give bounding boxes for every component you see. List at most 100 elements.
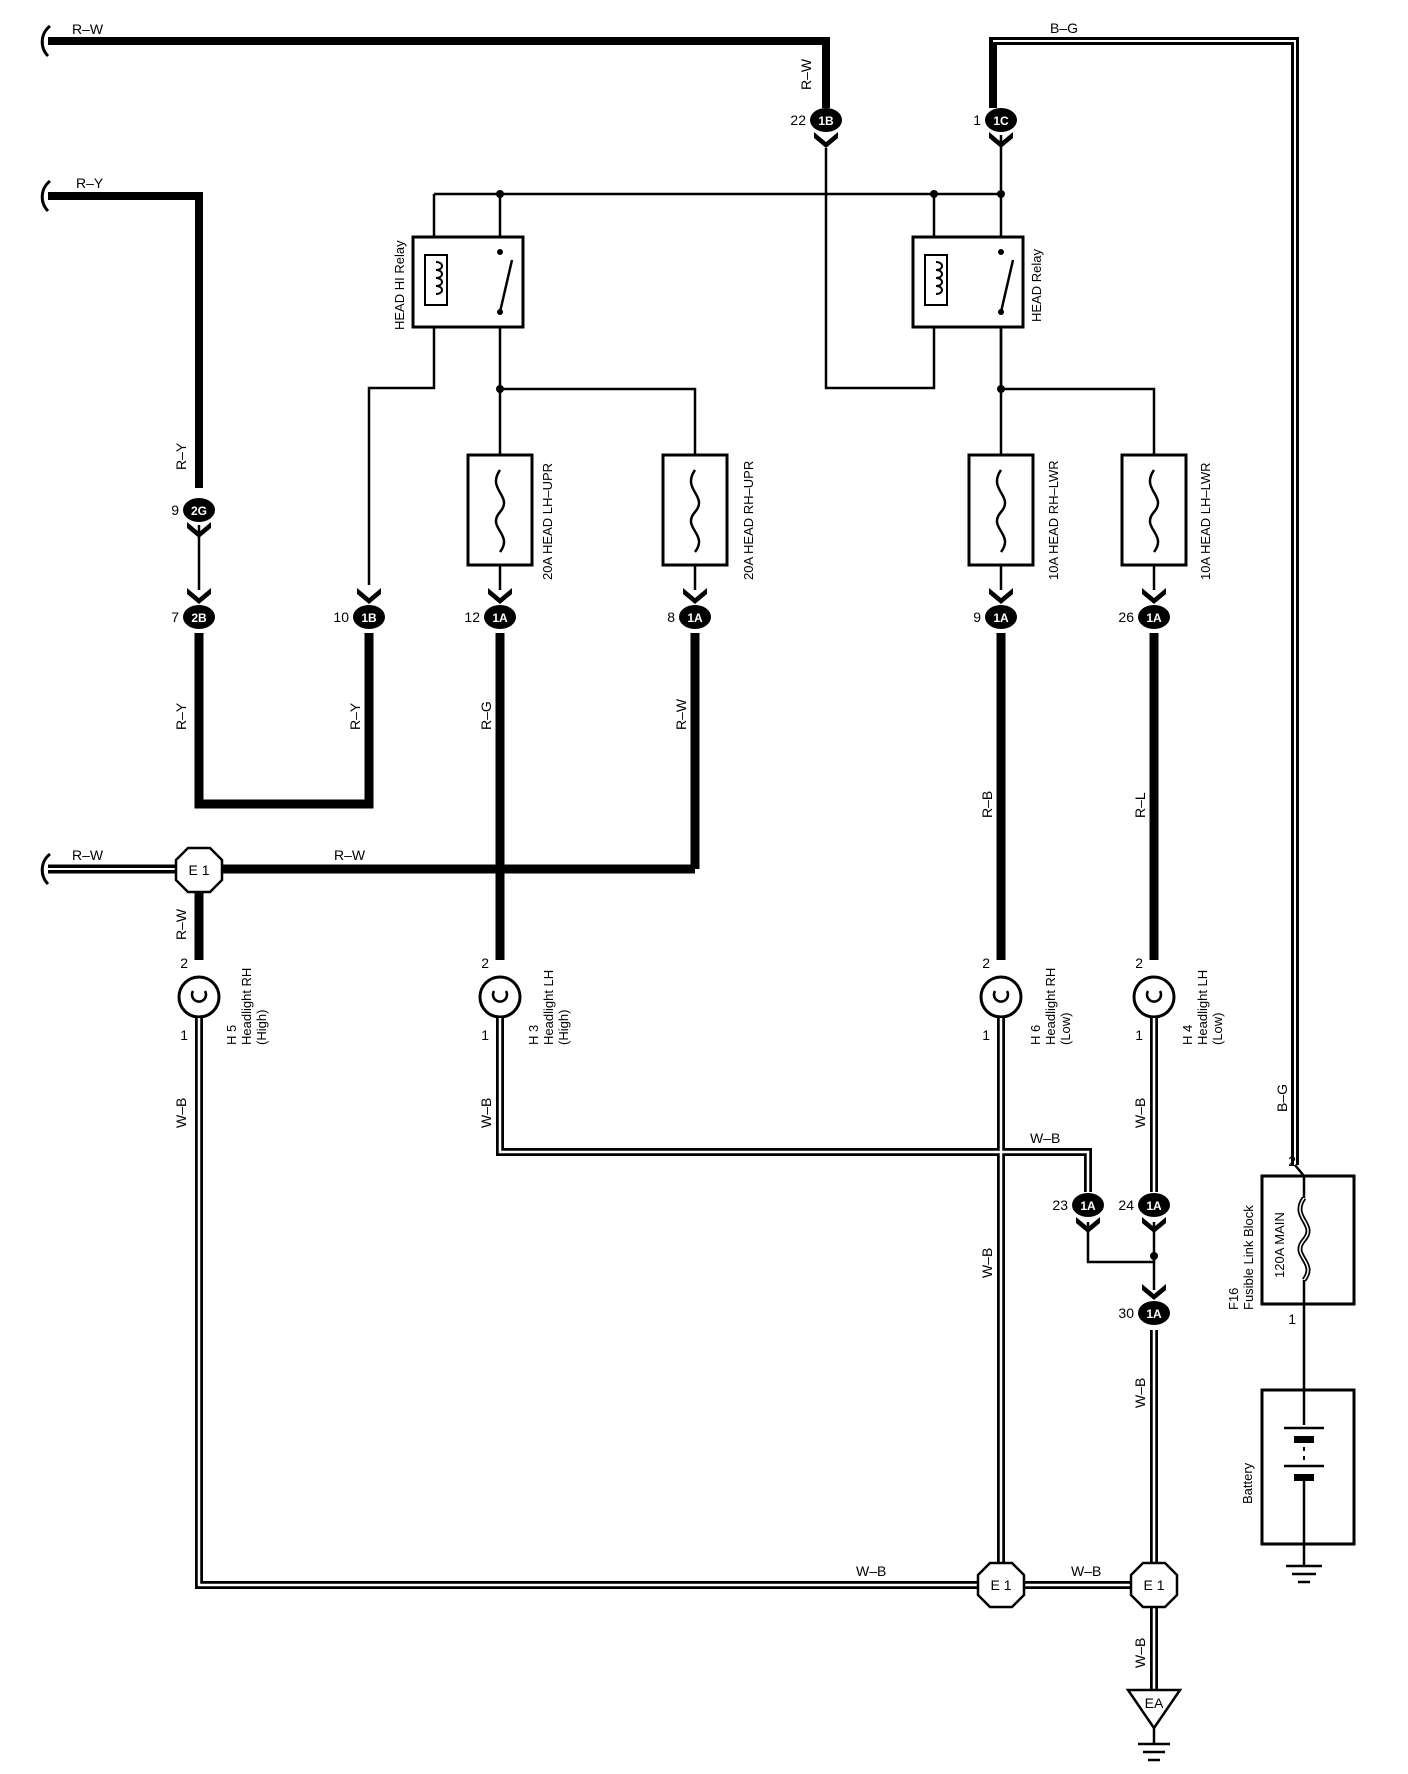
- connector-pin: 7: [171, 609, 179, 625]
- junction-label: E 1: [990, 1577, 1011, 1593]
- ground-wires: [195, 1018, 1158, 1690]
- connector-pin: 22: [790, 112, 806, 128]
- headlight-h6: 2 1 H 6 Headlight RH (Low): [979, 955, 1073, 1045]
- fusible-link-block: 2 1 120A MAIN F16 Fusible Link Block: [1226, 1153, 1356, 1327]
- junction-label: E 1: [188, 862, 209, 878]
- wire-rw-e1: [40, 852, 695, 886]
- connector-pin: 30: [1118, 1305, 1134, 1321]
- connector-id: 1A: [492, 611, 508, 625]
- fuse-rating: 120A MAIN: [1272, 1212, 1287, 1278]
- connector-pin: 9: [973, 609, 981, 625]
- pin-bottom: 1: [1135, 1027, 1143, 1043]
- wire-label-wb-h3: W–B: [478, 1098, 494, 1128]
- wire-label-ry-top: R–Y: [76, 175, 104, 191]
- headlight-name: Headlight RH: [239, 968, 254, 1045]
- harness-wires: [194, 633, 1159, 960]
- ground-ea: EA: [1125, 1688, 1183, 1762]
- wire-label-rl: R–L: [1132, 792, 1148, 818]
- wire-label-rw-e1-left: R–W: [72, 847, 104, 863]
- junction-e1-bottom-right: E 1: [1129, 1561, 1179, 1609]
- fuse-lh-lwr: [1120, 453, 1188, 567]
- wire-bg-top: [989, 37, 1299, 1165]
- junction-e1-top: E 1: [174, 846, 224, 894]
- wire-label-ry-left: R–Y: [173, 702, 189, 730]
- wire-label-wb-h4: W–B: [1132, 1098, 1148, 1128]
- headlight-sub: (High): [556, 1010, 571, 1045]
- connector-26-1a: 1A 26: [1118, 588, 1170, 629]
- headlight-sub: (Low): [1058, 1012, 1073, 1045]
- pin-top: 2: [481, 955, 489, 971]
- headlight-code: H 4: [1180, 1025, 1195, 1045]
- connector-8-1a: 1A 8: [667, 588, 711, 629]
- wire-label-rg: R–G: [478, 701, 494, 730]
- wire-ry-top: [40, 179, 203, 488]
- connector-10-1b: 1B 10: [333, 588, 385, 629]
- connector-id: 1A: [993, 611, 1009, 625]
- bus-lines: [197, 135, 1156, 590]
- pin-bottom: 1: [1288, 1311, 1296, 1327]
- fusible-link-name: Fusible Link Block: [1241, 1205, 1256, 1310]
- connector-pin: 8: [667, 609, 675, 625]
- pin-top: 2: [1288, 1153, 1296, 1169]
- wire-label-wb-cross: W–B: [1030, 1130, 1060, 1146]
- pin-top: 2: [982, 955, 990, 971]
- headlight-code: H 3: [526, 1025, 541, 1045]
- headlight-code: H 5: [224, 1025, 239, 1045]
- wire-label-wb-bottom1: W–B: [856, 1563, 886, 1579]
- fuse-label-lh-upr: 20A HEAD LH–UPR: [540, 463, 555, 580]
- wire-label-wb-bottom2: W–B: [1071, 1563, 1101, 1579]
- wire-label-wb-h6: W–B: [979, 1248, 995, 1278]
- headlight-h5: 2 1 H 5 Headlight RH (High): [177, 955, 269, 1045]
- connector-9-1a: 1A 9: [973, 588, 1017, 629]
- fuse-label-lh-lwr: 10A HEAD LH–LWR: [1198, 462, 1213, 580]
- fuse-rh-lwr: [967, 453, 1035, 567]
- connector-pin: 24: [1118, 1197, 1134, 1213]
- wire-label-bg-top: B–G: [1050, 20, 1078, 36]
- fuse-lh-upr: [466, 453, 534, 567]
- headlight-h3: 2 1 H 3 Headlight LH (High): [478, 955, 571, 1045]
- connector-9-2g: 2G 9: [171, 498, 215, 538]
- connector-22-1b: 1B 22: [790, 108, 842, 148]
- wire-label-ry-right: R–Y: [347, 702, 363, 730]
- ground-label: EA: [1145, 1695, 1164, 1711]
- fuse-label-rh-lwr: 10A HEAD RH–LWR: [1046, 460, 1061, 580]
- headlight-code: H 6: [1028, 1025, 1043, 1045]
- headlight-sub: (Low): [1210, 1012, 1225, 1045]
- connector-pin: 23: [1052, 1197, 1068, 1213]
- junction-e1-bottom-left: E 1: [976, 1561, 1026, 1609]
- headlight-h4: 2 1 H 4 Headlight LH (Low): [1132, 955, 1225, 1045]
- connector-id: 1A: [1146, 611, 1162, 625]
- connector-pin: 10: [333, 609, 349, 625]
- headlight-name: Headlight RH: [1043, 968, 1058, 1045]
- connector-id: 2B: [191, 611, 207, 625]
- connector-23-1a: 1A 23: [1052, 1193, 1104, 1233]
- connector-id: 2G: [191, 504, 207, 518]
- connector-id: 1B: [818, 114, 834, 128]
- wire-label-bg-fuse: B–G: [1274, 1084, 1290, 1112]
- connector-pin: 12: [464, 609, 480, 625]
- connector-7-2b: 2B 7: [171, 588, 215, 629]
- head-relay: [911, 235, 1025, 329]
- wire-label-wb-ground: W–B: [1132, 1638, 1148, 1668]
- headlight-name: Headlight LH: [541, 970, 556, 1045]
- junction-label: E 1: [1143, 1577, 1164, 1593]
- connector-12-1a: 1A 12: [464, 588, 516, 629]
- connector-id: 1A: [1080, 1199, 1096, 1213]
- wire-label-rw-h5: R–W: [173, 908, 189, 940]
- connector-pin: 26: [1118, 609, 1134, 625]
- fusible-link-code: F16: [1226, 1288, 1241, 1310]
- connector-pin: 9: [171, 502, 179, 518]
- wire-label-wb-h5: W–B: [173, 1098, 189, 1128]
- wire-label-rb: R–B: [979, 791, 995, 818]
- connector-id: 1B: [361, 611, 377, 625]
- pin-bottom: 1: [180, 1027, 188, 1043]
- wire-label-rw-mid: R–W: [673, 698, 689, 730]
- pin-top: 2: [180, 955, 188, 971]
- connector-pin: 1: [973, 112, 981, 128]
- pin-bottom: 1: [481, 1027, 489, 1043]
- fuse-label-rh-upr: 20A HEAD RH–UPR: [741, 461, 756, 580]
- connector-id: 1A: [1146, 1199, 1162, 1213]
- battery: Battery: [1240, 1304, 1356, 1584]
- connector-id: 1C: [993, 114, 1009, 128]
- headlight-sub: (High): [254, 1010, 269, 1045]
